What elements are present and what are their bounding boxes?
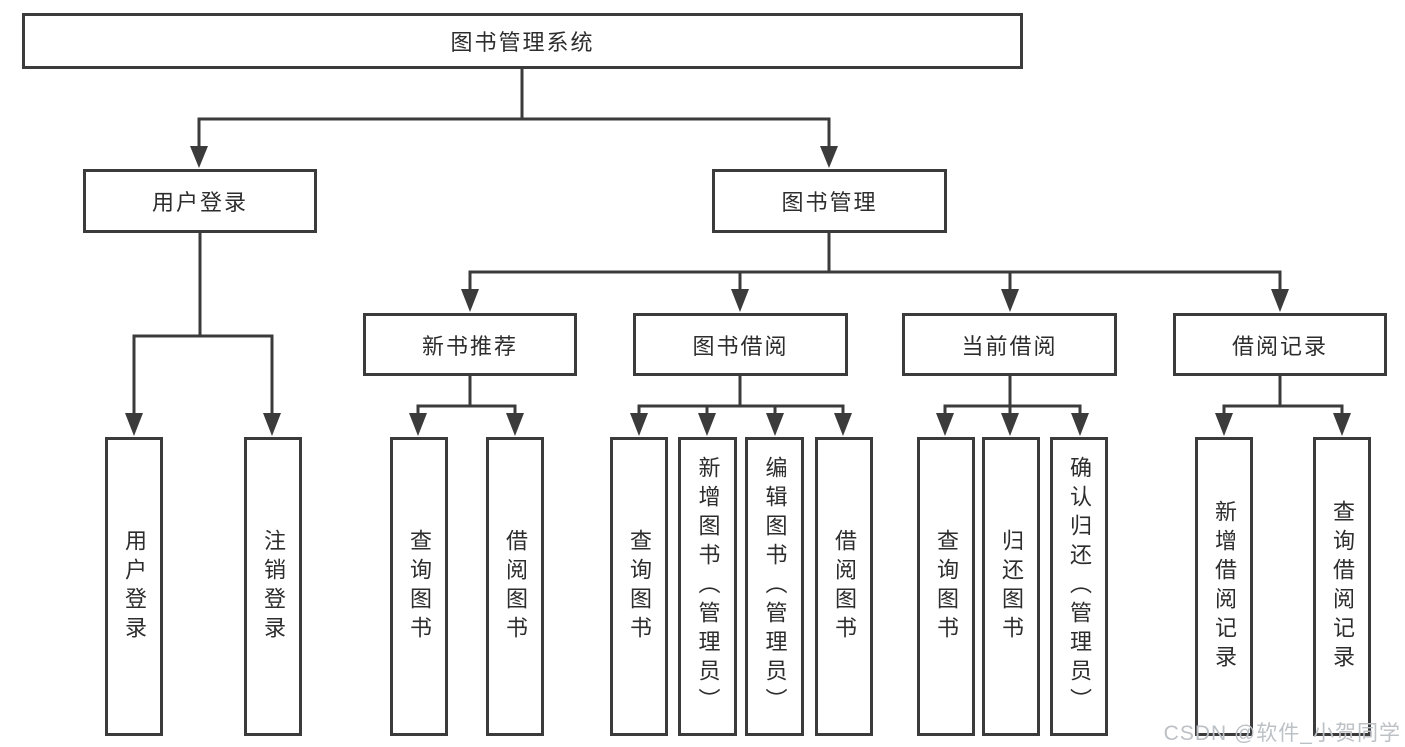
connector-book-management-branch [468, 231, 1282, 298]
leaf-borrow-books-recommend: 借阅图书 [486, 437, 544, 736]
arrow-down-icon [1215, 413, 1233, 436]
leaf-borrow-books: 借阅图书 [815, 437, 873, 736]
connector-book-borrow-branch [637, 374, 845, 422]
leaf-query-books-recommend: 查询图书 [390, 437, 448, 736]
arrowheads-user-login-branch [125, 413, 281, 436]
node-current-borrow: 当前借阅 [902, 313, 1117, 376]
leaf-query-books-borrow: 查询图书 [610, 437, 668, 736]
node-book-management-branch: 图书管理 [712, 169, 947, 233]
node-label: 借阅记录 [1231, 333, 1328, 359]
arrow-down-icon [1333, 413, 1351, 436]
node-label: 图书管理系统 [450, 30, 595, 55]
arrow-down-icon [766, 413, 784, 436]
node-library-management-system: 图书管理系统 [22, 13, 1023, 69]
node-new-book-recommend: 新书推荐 [363, 313, 577, 376]
arrow-down-icon [125, 413, 143, 436]
arrowheads-leaves [409, 413, 1351, 436]
arrow-down-icon [506, 413, 524, 436]
node-label: 新增借阅记录 [1212, 499, 1237, 674]
leaf-query-borrow-record: 查询借阅记录 [1313, 437, 1371, 736]
node-label: 图书管理 [781, 190, 878, 215]
leaf-edit-books-admin: 编辑图书（管理员） [745, 437, 804, 736]
node-user-login-branch: 用户登录 [83, 169, 317, 233]
leaf-return-books: 归还图书 [982, 437, 1040, 736]
connector-root-to-level2 [197, 65, 831, 154]
node-label: 新增图书（管理员） [695, 456, 721, 717]
node-label: 新书推荐 [421, 333, 518, 359]
leaf-add-books-admin: 新增图书（管理员） [678, 437, 737, 736]
connector-new-book-branch [416, 374, 517, 422]
arrow-down-icon [461, 289, 479, 312]
node-borrow-records: 借阅记录 [1173, 313, 1387, 376]
node-label: 归还图书 [999, 528, 1024, 645]
node-label: 借阅图书 [503, 528, 528, 645]
arrow-down-icon [1001, 413, 1019, 436]
arrow-down-icon [1271, 289, 1289, 312]
leaf-logout: 注销登录 [244, 437, 302, 736]
node-label: 注销登录 [261, 528, 286, 645]
node-label: 查询图书 [934, 528, 959, 645]
leaf-user-login: 用户登录 [105, 437, 163, 736]
arrow-down-icon [834, 413, 852, 436]
node-label: 当前借阅 [961, 333, 1058, 359]
leaf-add-borrow-record: 新增借阅记录 [1195, 437, 1253, 736]
connector-borrow-records-branch [1222, 374, 1344, 422]
arrowheads-level2 [190, 146, 838, 168]
node-label: 图书借阅 [692, 333, 789, 359]
node-label: 借阅图书 [832, 528, 857, 645]
node-label: 查询图书 [627, 528, 652, 645]
leaf-query-books-current: 查询图书 [917, 437, 975, 736]
arrow-down-icon [698, 413, 716, 436]
node-label: 查询借阅记录 [1330, 499, 1355, 674]
csdn-watermark: CSDN @软件_小贺同学 [1163, 722, 1401, 745]
arrow-down-icon [731, 289, 749, 312]
node-book-borrow: 图书借阅 [633, 313, 848, 376]
connector-user-login-branch [132, 231, 274, 422]
node-label: 用户登录 [151, 190, 248, 215]
arrow-down-icon [409, 413, 427, 436]
arrow-down-icon [820, 146, 838, 168]
arrow-down-icon [190, 146, 208, 168]
arrow-down-icon [630, 413, 648, 436]
arrowheads-level3 [461, 289, 1289, 312]
arrow-down-icon [263, 413, 281, 436]
node-label: 编辑图书（管理员） [762, 456, 788, 717]
arrow-down-icon [1001, 289, 1019, 312]
arrow-down-icon [1071, 413, 1089, 436]
node-label: 用户登录 [122, 528, 147, 645]
leaf-confirm-return-admin: 确认归还（管理员） [1050, 437, 1108, 736]
arrow-down-icon [936, 413, 954, 436]
node-label: 确认归还（管理员） [1067, 456, 1092, 717]
node-label: 查询图书 [407, 528, 432, 645]
connector-current-borrow-branch [943, 374, 1082, 422]
